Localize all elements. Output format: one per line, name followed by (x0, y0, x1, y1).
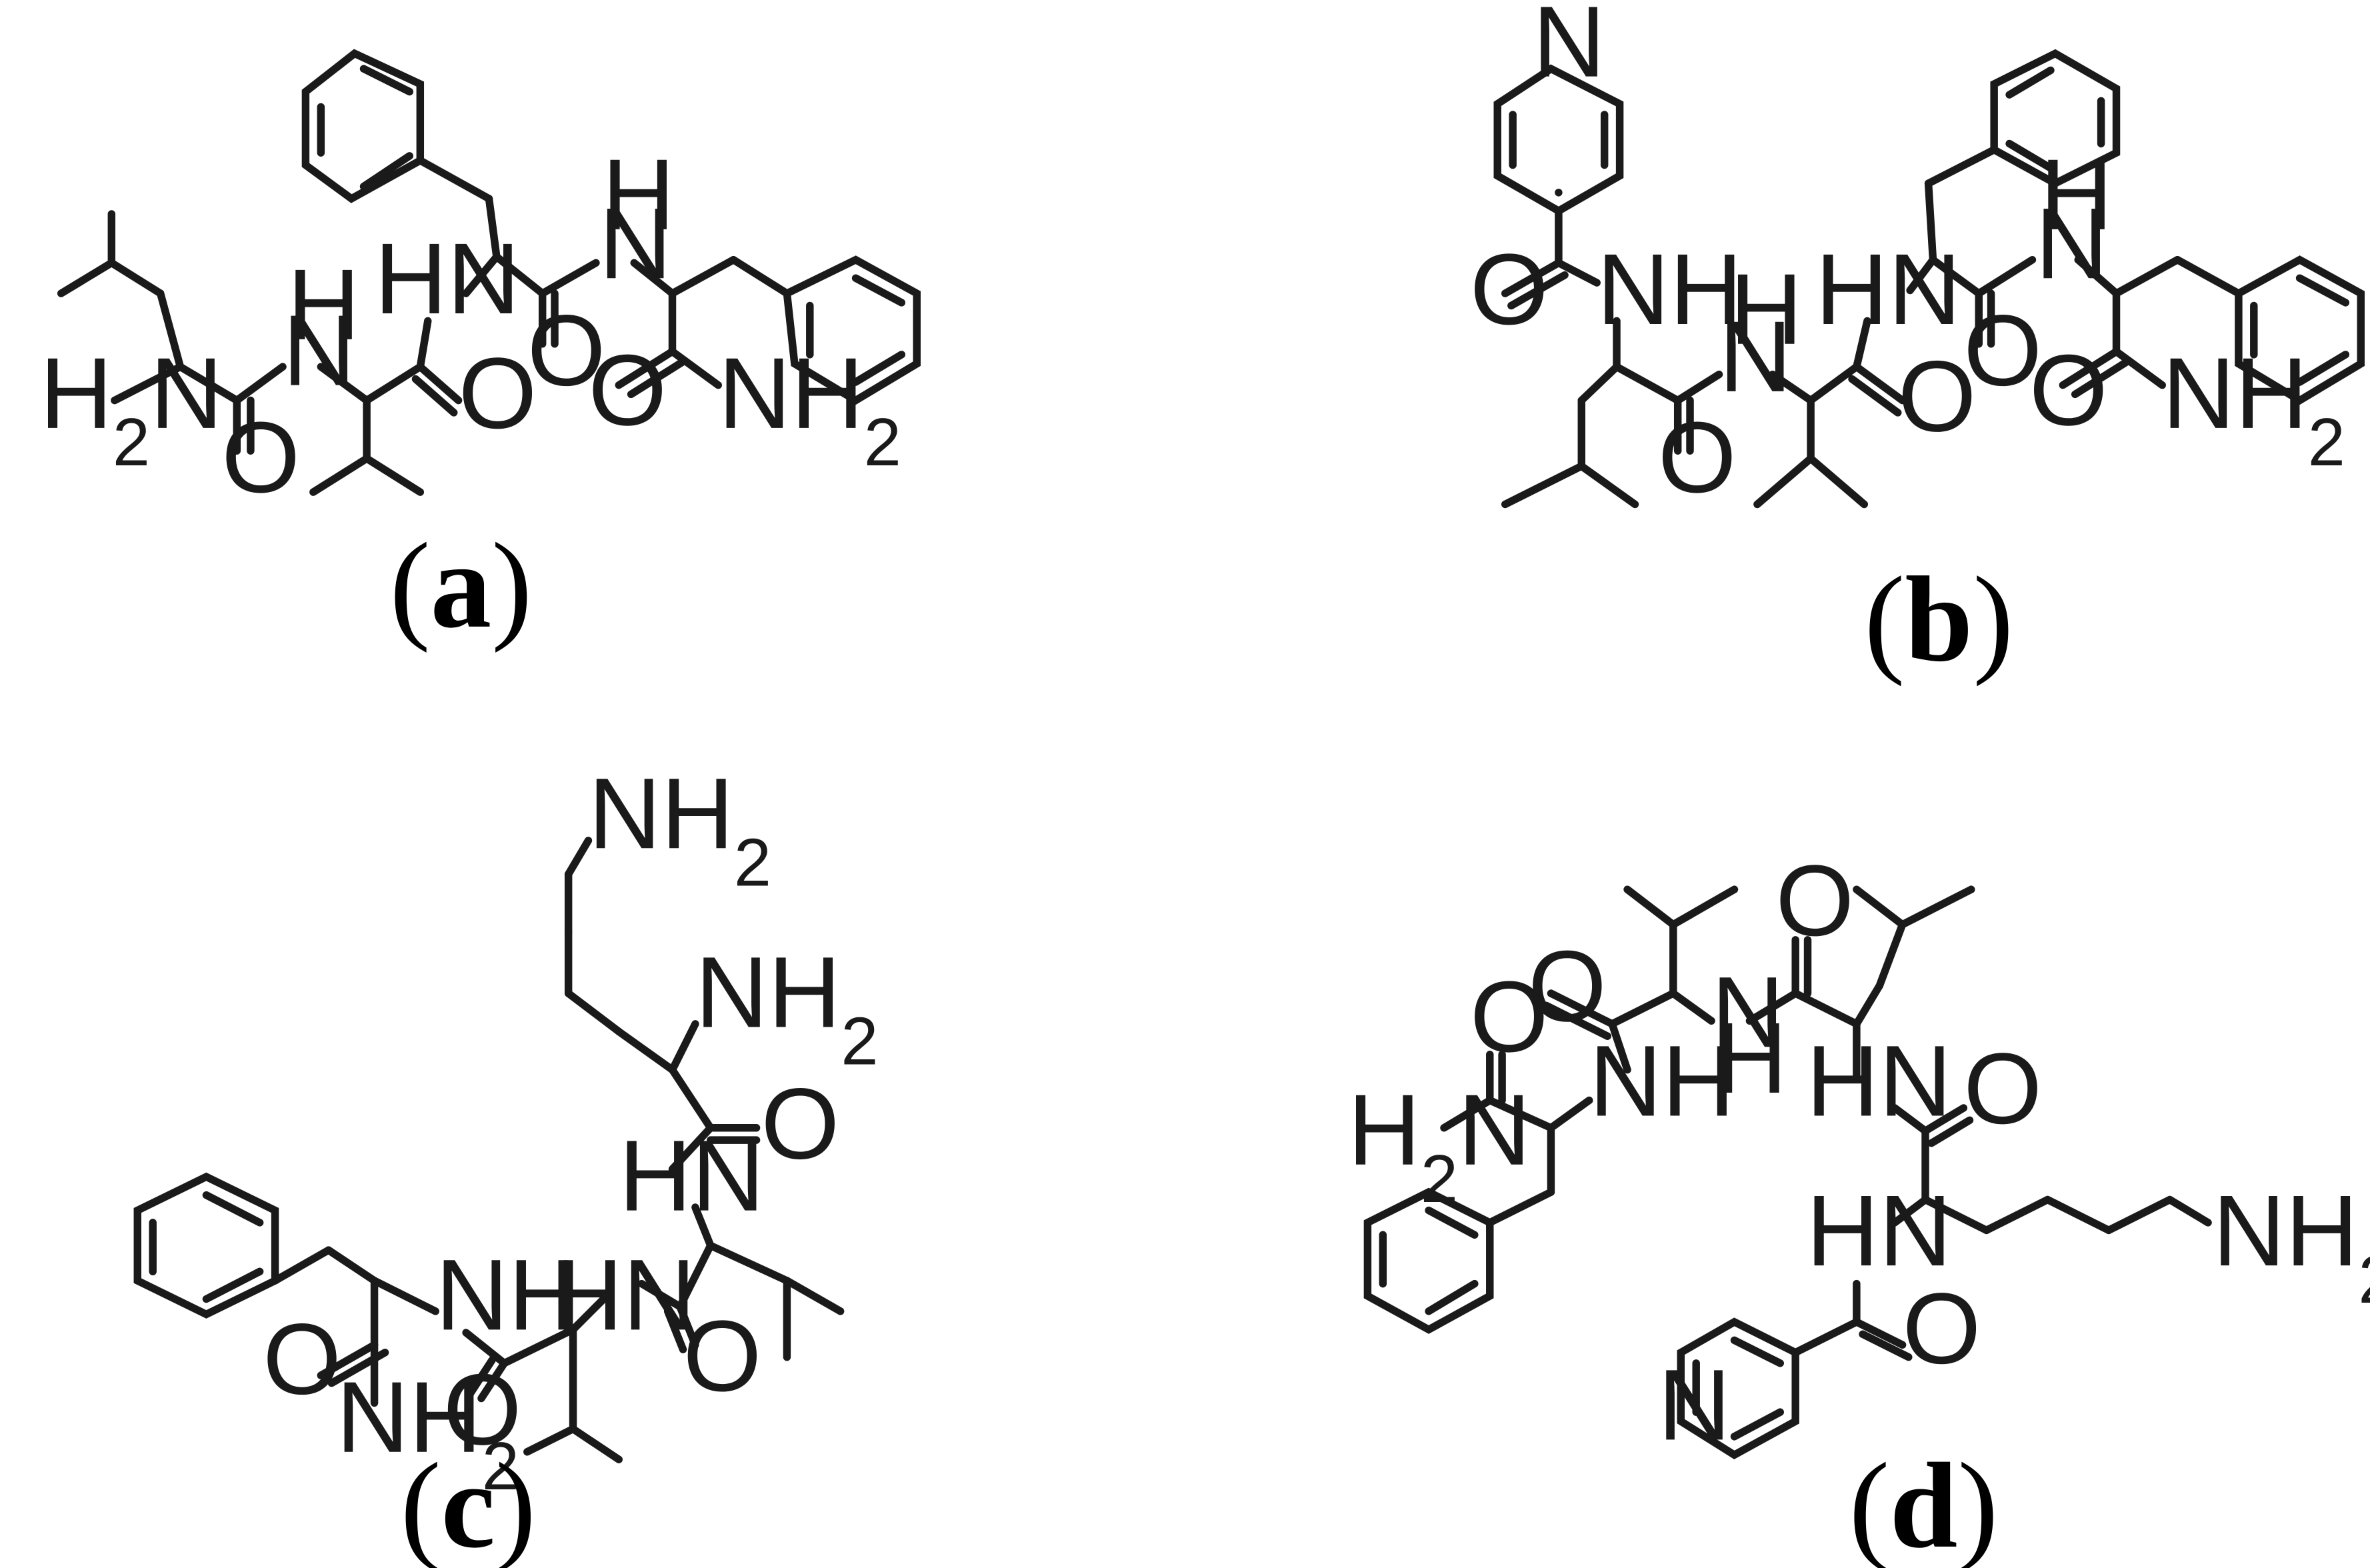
atom-label: H2N (1348, 1074, 1531, 1217)
bonds-c (133, 837, 845, 1463)
atom-label: H2N (40, 337, 223, 480)
atom-label: O (588, 334, 667, 447)
atom-label: N (599, 187, 671, 300)
atom-label: H (1715, 1002, 1787, 1115)
atom-label: O (1775, 845, 1854, 957)
atom-label: O (1470, 233, 1549, 346)
atom-label: O (527, 295, 606, 407)
atom-labels-a: H2N O H N O HN O H N O NH2 (40, 139, 901, 514)
atom-labels-c: NH2 NH2 O HN NH HN O O O NH2 (263, 757, 878, 1504)
atom-label: HN (1806, 1025, 1951, 1137)
atom-label: O (443, 1353, 522, 1466)
atom-label: HN (1806, 1175, 1951, 1287)
atom-label: HN (619, 1120, 764, 1233)
atom-label: O (1658, 401, 1737, 514)
atom-label: HN (375, 223, 520, 335)
atom-label: NH2 (2213, 1175, 2370, 1317)
atom-label: O (1470, 961, 1549, 1073)
atom-label: NH2 (718, 337, 901, 480)
atom-label: N (1719, 301, 1792, 413)
atom-label: H (1730, 253, 1803, 366)
atom-label: O (1528, 930, 1607, 1043)
atom-label: O (2029, 334, 2108, 447)
atom-label: O (761, 1068, 839, 1181)
caption-c: (c) (401, 1438, 537, 1568)
caption-d: (d) (1849, 1438, 1998, 1568)
structure-d: O H2N O NH N H O HN O HN O NH2 N (d) (1348, 845, 2370, 1568)
atom-label: NH2 (588, 757, 771, 900)
atom-label: O (263, 1303, 341, 1416)
atom-label: NH (1597, 233, 1742, 346)
atom-label: NH2 (2162, 337, 2345, 480)
bonds-a (57, 49, 921, 496)
atom-label: N (1658, 1349, 1731, 1461)
atom-label: H (2040, 139, 2113, 251)
atom-label: H (287, 249, 360, 361)
atom-label: O (1963, 295, 2042, 407)
structure-a: H2N O H N O HN O H N O NH2 (a) (40, 49, 921, 653)
atom-label: NH (435, 1239, 581, 1351)
caption-a: (a) (389, 518, 532, 653)
bonds-d (1363, 885, 2212, 1460)
atom-label: H (602, 139, 675, 251)
atom-label: N (1533, 0, 1605, 99)
atom-label: O (1898, 340, 1977, 453)
atom-labels-b: N O NH O H N HN O O H N O NH2 (1470, 0, 2345, 514)
caption-b: (b) (1864, 551, 2013, 687)
structure-b: N O NH O H N HN O O H N O NH2 (b) (1470, 0, 2365, 687)
atom-label: O (1903, 1273, 1981, 1385)
atom-label: O (1963, 1033, 2042, 1145)
atom-label: N (283, 295, 355, 407)
atom-labels-d: O H2N O NH N H O HN O HN O NH2 N (1348, 845, 2370, 1462)
atom-label: NH2 (695, 936, 879, 1079)
atom-label: O (459, 337, 537, 450)
atom-label: N (1711, 956, 1784, 1069)
atom-label: O (221, 401, 300, 514)
atom-label: NH2 (336, 1361, 519, 1504)
bonds-b (1493, 49, 2365, 509)
atom-label: HN (550, 1239, 695, 1351)
structure-c: NH2 NH2 O HN NH HN O O O NH2 (c) (133, 757, 878, 1568)
atom-label: HN (1815, 233, 1961, 346)
atom-label: NH (1589, 1025, 1735, 1137)
atom-label: N (2035, 187, 2108, 300)
atom-label: O (683, 1300, 762, 1413)
